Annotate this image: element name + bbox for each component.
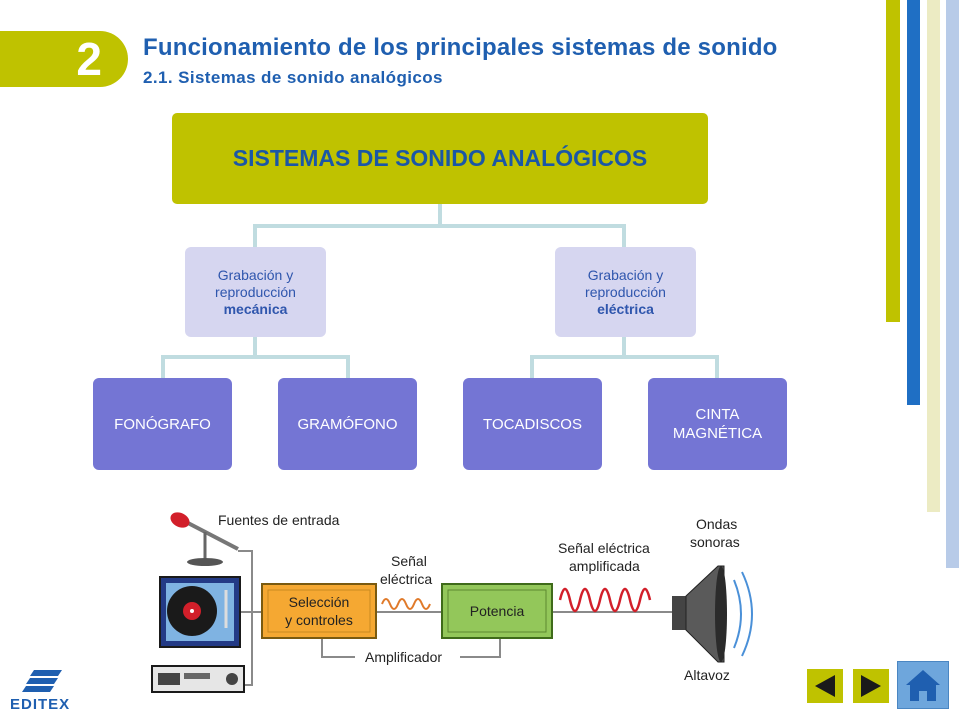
branch-label-line2: reproducción (215, 283, 296, 300)
editex-logo-mark (22, 670, 62, 692)
label-senal-amp-2: amplificada (569, 558, 640, 574)
branch-electrica: Grabación y reproducción eléctrica (555, 247, 696, 337)
amplified-signal-wave (558, 587, 652, 613)
connector (253, 336, 257, 358)
root-node: SISTEMAS DE SONIDO ANALÓGICOS (172, 113, 708, 204)
label-amplificador: Amplificador (365, 649, 442, 665)
leaf-fonografo: FONÓGRAFO (93, 378, 232, 470)
leaf-label: GRAMÓFONO (297, 415, 398, 433)
turntable-icon (159, 576, 241, 648)
leaf-gramofono: GRAMÓFONO (278, 378, 417, 470)
leaf-cinta-magnetica: CINTA MAGNÉTICA (648, 378, 787, 470)
connector (161, 355, 165, 379)
arrow-left-icon (815, 675, 835, 697)
potencia-block (441, 583, 553, 639)
tape-deck-icon (151, 665, 245, 693)
connector (161, 355, 350, 359)
label-seleccion-2: y controles (285, 612, 353, 628)
connector (253, 224, 626, 228)
label-senal-amp-1: Señal eléctrica (558, 540, 650, 556)
leaf-tocadiscos: TOCADISCOS (463, 378, 602, 470)
connector (438, 204, 442, 226)
branch-label-line3: mecánica (223, 300, 288, 317)
next-button[interactable] (853, 669, 889, 703)
leaf-label: CINTA MAGNÉTICA (672, 406, 763, 442)
connector (253, 224, 257, 248)
connector (346, 355, 350, 379)
branch-label-line3: eléctrica (597, 300, 654, 317)
label-ondas-2: sonoras (690, 534, 740, 550)
signal-wave (381, 598, 431, 610)
decor-stripe-olive (886, 0, 900, 322)
arrow-right-icon (861, 675, 881, 697)
home-button[interactable] (897, 661, 949, 709)
branch-label-line2: reproducción (585, 283, 666, 300)
connector (530, 355, 534, 379)
label-altavoz: Altavoz (684, 667, 730, 683)
microphone-icon (170, 512, 239, 566)
page-title: Funcionamiento de los principales sistem… (143, 34, 778, 61)
label-senal-2: eléctrica (380, 571, 432, 587)
speaker-icon (672, 565, 727, 663)
chapter-number: 2 (76, 33, 102, 85)
sound-waves-icon (733, 571, 753, 657)
seleccion-block (261, 583, 377, 639)
decor-stripe-blue (907, 0, 920, 405)
label-ondas-1: Ondas (696, 516, 737, 532)
label-fuentes: Fuentes de entrada (218, 512, 340, 528)
branch-mecanica: Grabación y reproducción mecánica (185, 247, 326, 337)
page-subtitle: 2.1. Sistemas de sonido analógicos (143, 68, 443, 87)
connector (715, 355, 719, 379)
logo-text: EDITEX (10, 696, 71, 713)
prev-button[interactable] (807, 669, 843, 703)
decor-stripe-cream (927, 0, 940, 512)
connector (530, 355, 719, 359)
decor-stripe-lightblue (946, 0, 959, 568)
label-senal-1: Señal (391, 553, 427, 569)
connector (622, 224, 626, 248)
branch-label-line1: Grabación y (217, 266, 294, 283)
connector (622, 336, 626, 358)
label-seleccion-1: Selección (289, 594, 350, 610)
root-label: SISTEMAS DE SONIDO ANALÓGICOS (232, 145, 648, 171)
label-potencia: Potencia (470, 603, 525, 619)
branch-label-line1: Grabación y (587, 266, 664, 283)
chapter-number-tab: 2 (0, 31, 128, 87)
leaf-label: FONÓGRAFO (114, 415, 211, 433)
leaf-label: TOCADISCOS (483, 415, 582, 433)
home-icon (906, 670, 940, 701)
editex-logo: EDITEX (10, 666, 84, 716)
